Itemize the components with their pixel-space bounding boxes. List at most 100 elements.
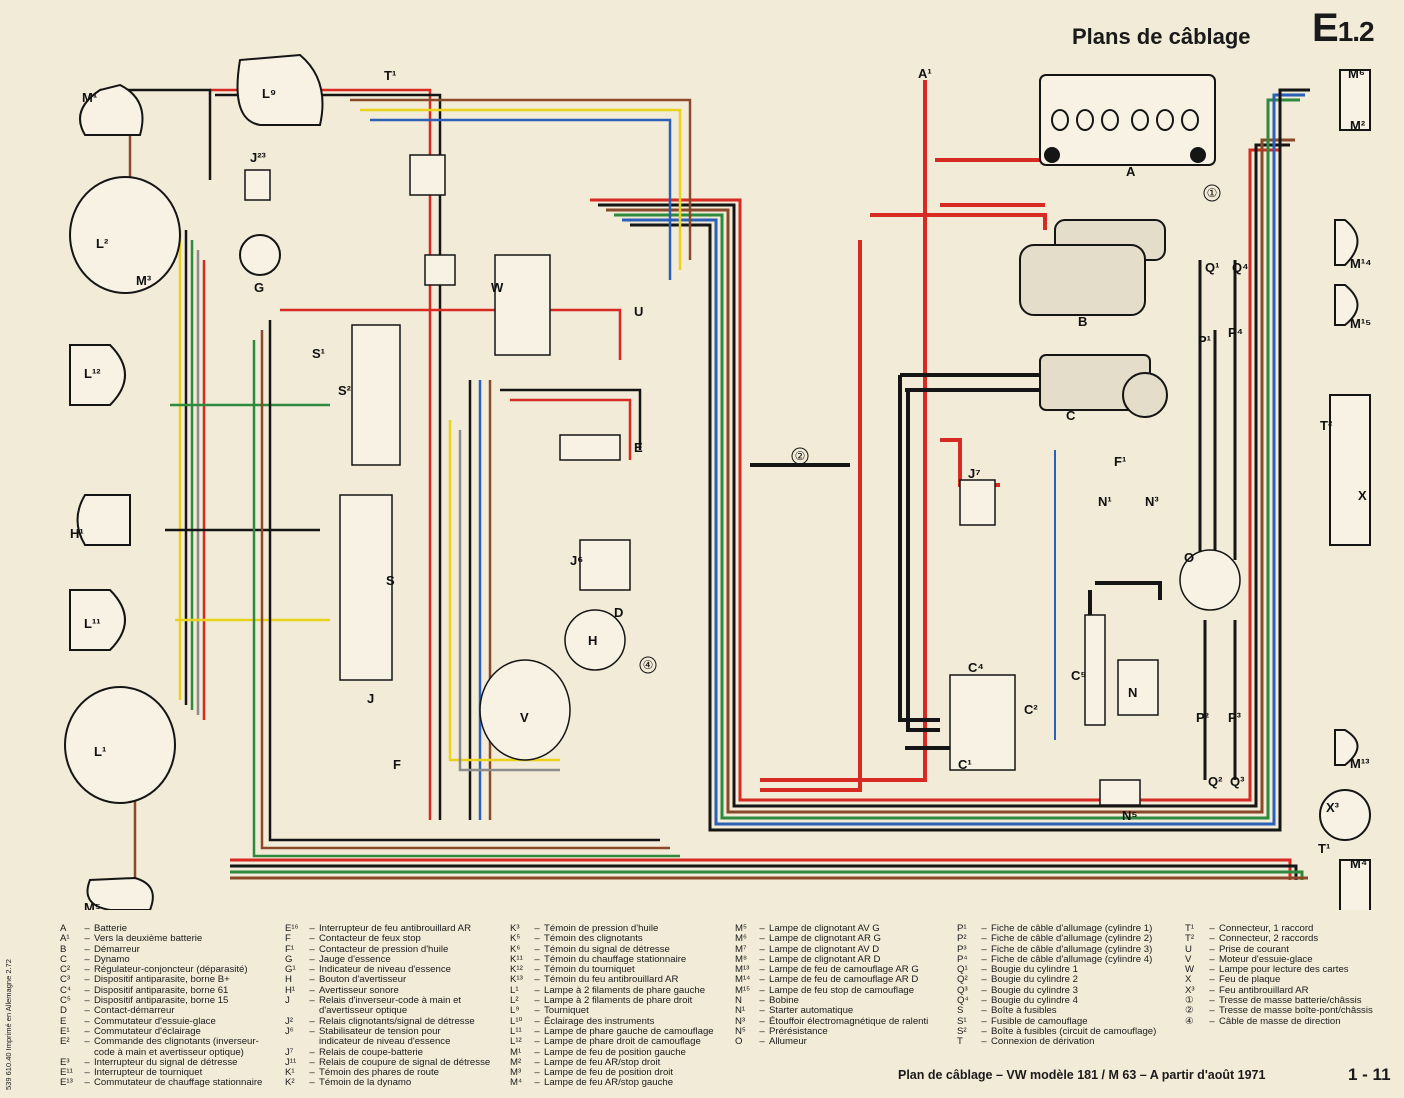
legend-dash: – <box>981 984 987 996</box>
legend-key: M⁴ <box>510 1077 523 1089</box>
legend-key: W <box>1185 964 1195 976</box>
regulator-C2 <box>949 674 1016 771</box>
lamp-M6-M2 <box>1339 69 1371 131</box>
plate-lamp-X <box>1329 394 1371 546</box>
legend-dash: – <box>759 933 765 945</box>
component-label-s: S <box>386 573 395 588</box>
legend-entry: K³–Témoin de pression d'huile <box>510 923 714 934</box>
legend-value: Connecteur, 2 raccords <box>1219 933 1319 945</box>
legend-key: Q¹ <box>957 964 968 976</box>
footer-title: Plan de câblage – VW modèle 181 / M 63 –… <box>898 1068 1266 1082</box>
legend-key: U <box>1185 943 1192 955</box>
lamp-M4 <box>1339 859 1371 910</box>
legend-entry: H¹–Avertisseur sonore <box>285 984 490 996</box>
legend-dash: – <box>759 974 765 986</box>
legend-value: Vers la deuxième batterie <box>94 933 203 945</box>
legend-key: A¹ <box>60 933 70 945</box>
legend-entry: G¹–Indicateur de niveau d'essence <box>285 964 490 975</box>
component-label-m5: M⁵ <box>84 900 101 910</box>
component-label-a1: A¹ <box>918 66 932 81</box>
legend-dash: – <box>309 953 315 965</box>
legend-entry: S¹–Fusible de camouflage <box>957 1016 1156 1027</box>
fuse-box-S2 <box>351 324 401 466</box>
legend-value: Lampe de feu de position gauche <box>544 1046 686 1058</box>
relay-J23 <box>244 169 271 201</box>
legend-key: E¹¹ <box>60 1067 73 1079</box>
legend-dash: – <box>759 1025 765 1037</box>
legend-key: E¹³ <box>60 1077 73 1089</box>
legend-value: Témoin de la dynamo <box>319 1077 412 1089</box>
legend-dash: – <box>759 1015 765 1027</box>
legend-dash: – <box>1209 953 1215 965</box>
component-label-m2: M² <box>1350 118 1366 133</box>
starter-B <box>1019 219 1166 316</box>
legend-dash: – <box>84 1015 90 1027</box>
legend-entry: M¹–Lampe de feu de position gauche <box>510 1046 714 1058</box>
legend-key: L¹⁰ <box>510 1015 523 1027</box>
harness-left <box>100 88 692 880</box>
legend-key: J <box>285 995 290 1007</box>
legend-key: E <box>60 1015 67 1027</box>
legend-key: E² <box>60 1036 70 1048</box>
component-label-t1-r: T¹ <box>1318 841 1330 856</box>
legend-dash: – <box>981 974 987 986</box>
legend-entry: ②–Tresse de masse boîte-pont/châssis <box>1185 1006 1373 1017</box>
legend-entry: N¹–Starter automatique <box>735 1006 928 1017</box>
legend-dash: – <box>981 1036 987 1048</box>
wiper-switch-E <box>559 434 621 461</box>
legend-value: Dynamo <box>94 953 130 965</box>
legend-entry: K¹²–Témoin du tourniquet <box>510 964 714 975</box>
legend-key: F <box>285 933 291 945</box>
legend-value: Avertisseur sonore <box>319 984 399 996</box>
legend-entry: ①–Tresse de masse batterie/châssis <box>1185 995 1373 1007</box>
component-label-l2: L² <box>96 236 109 251</box>
lamp-M1-front <box>79 83 144 136</box>
legend-value: Feu de plaque <box>1219 974 1281 986</box>
legend-dash: – <box>534 1077 540 1089</box>
component-label-u: U <box>634 304 643 319</box>
legend-entry: Q³–Bougie du cylindre 3 <box>957 984 1156 996</box>
fuse-box-S <box>339 494 393 681</box>
legend-value: Commande des clignotants (inverseur- <box>94 1036 259 1048</box>
legend-dash: – <box>309 1056 315 1068</box>
lamp-M15 <box>1334 284 1359 326</box>
legend-column-5: P¹–Fiche de câble d'allumage (cylindre 1… <box>957 923 1156 1048</box>
legend-entry: P⁴–Fiche de câble d'allumage (cylindre 4… <box>957 954 1156 965</box>
legend-key: ① <box>1185 995 1194 1007</box>
lamp-L9 <box>236 53 324 126</box>
legend-value: Éclairage des instruments <box>544 1015 655 1027</box>
legend-dash: – <box>534 1005 540 1017</box>
horn-H1 <box>76 494 131 546</box>
switch-blocks <box>244 154 1241 806</box>
legend-key: V <box>1185 953 1192 965</box>
component-label-b: B <box>1078 314 1087 329</box>
legend-entry: M⁷–Lampe de clignotant AV D <box>735 944 928 955</box>
legend-value: Stabilisateur de tension pour <box>319 1025 441 1037</box>
legend-key: J² <box>285 1015 293 1027</box>
legend-entry: L⁹–Tourniquet <box>510 1005 714 1017</box>
component-label-o: O <box>1184 550 1194 565</box>
legend-value: d'avertisseur optique <box>319 1005 408 1017</box>
gauge-G <box>239 234 281 276</box>
legend-entry: C⁴–Dispositif antiparasite, borne 61 <box>60 984 262 996</box>
component-label-m3: M³ <box>136 273 152 288</box>
legend-entry: M⁴–Lampe de feu AR/stop gauche <box>510 1077 714 1089</box>
legend-entry: M⁶–Lampe de clignotant AR G <box>735 933 928 945</box>
legend-dash: – <box>309 1067 315 1079</box>
legend-entry: E–Commutateur d'essuie-glace <box>60 1015 262 1027</box>
legend-entry: L²–Lampe à 2 filaments de phare droit <box>510 995 714 1006</box>
legend-entry: Q¹–Bougie du cylindre 1 <box>957 964 1156 976</box>
legend-dash: – <box>534 923 540 934</box>
legend-entry: J⁷–Relais de coupe-batterie <box>285 1047 490 1058</box>
legend-key: C⁴ <box>60 984 72 996</box>
legend-value: Tourniquet <box>544 1005 589 1017</box>
legend-key: T¹ <box>1185 923 1195 934</box>
legend-key: T <box>957 1036 963 1048</box>
component-label-m15: M¹⁵ <box>1350 316 1371 331</box>
legend-key: M¹⁴ <box>735 974 751 986</box>
legend-key: C² <box>60 964 71 976</box>
legend-dash: – <box>1209 1015 1215 1027</box>
legend-key: M⁶ <box>735 933 747 945</box>
legend-value: Commutateur d'éclairage <box>94 1025 201 1037</box>
